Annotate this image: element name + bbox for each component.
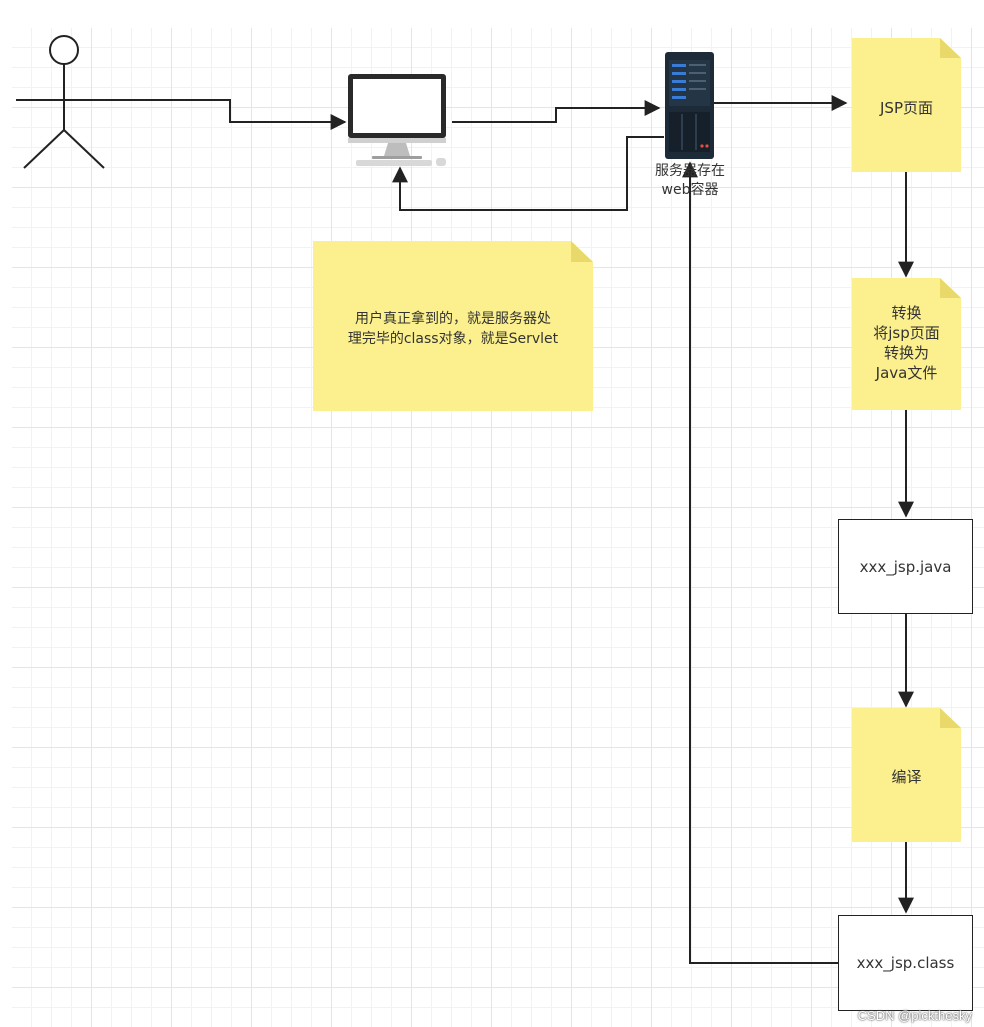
arrow-class-to-server — [682, 161, 838, 964]
server-rack-icon — [665, 52, 714, 159]
watermark: CSDN @pickthesky — [857, 1008, 972, 1023]
note-explanation-shape — [313, 241, 593, 411]
user-actor-icon — [16, 35, 112, 169]
note-explanation: 用户真正拿到的，就是服务器处 理完毕的class对象，就是Servlet — [347, 311, 559, 347]
note-convert-shape — [852, 278, 961, 410]
server-label: 服务器存在 web容器 — [655, 163, 725, 198]
note-compile-shape — [852, 708, 961, 842]
note-jsp-page-shape — [852, 38, 961, 172]
arrow-server-to-computer — [392, 136, 664, 211]
java-file-box: xxx_jsp.java — [838, 519, 973, 614]
note-convert: 转换 将jsp页面 转换为 Java文件 — [873, 304, 940, 382]
note-jsp-page: JSP页面 — [880, 99, 933, 117]
desktop-computer-icon — [348, 74, 446, 166]
arrow-computer-to-server — [452, 100, 661, 123]
grid-background — [12, 28, 984, 1027]
class-file-box: xxx_jsp.class — [838, 915, 973, 1011]
note-compile: 编译 — [891, 768, 922, 786]
arrow-user-to-computer — [112, 99, 347, 130]
